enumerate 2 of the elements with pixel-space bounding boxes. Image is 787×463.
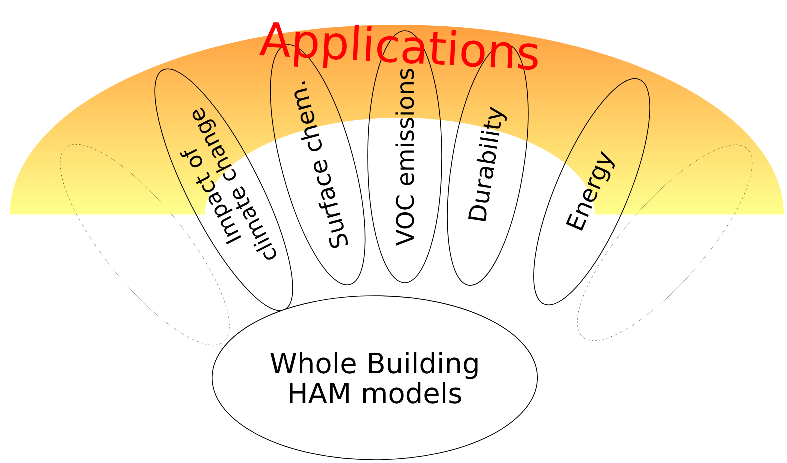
ellipse-bubble: Whole Building HAM models	[212, 296, 538, 460]
node-label: Whole Building HAM models	[270, 352, 478, 404]
